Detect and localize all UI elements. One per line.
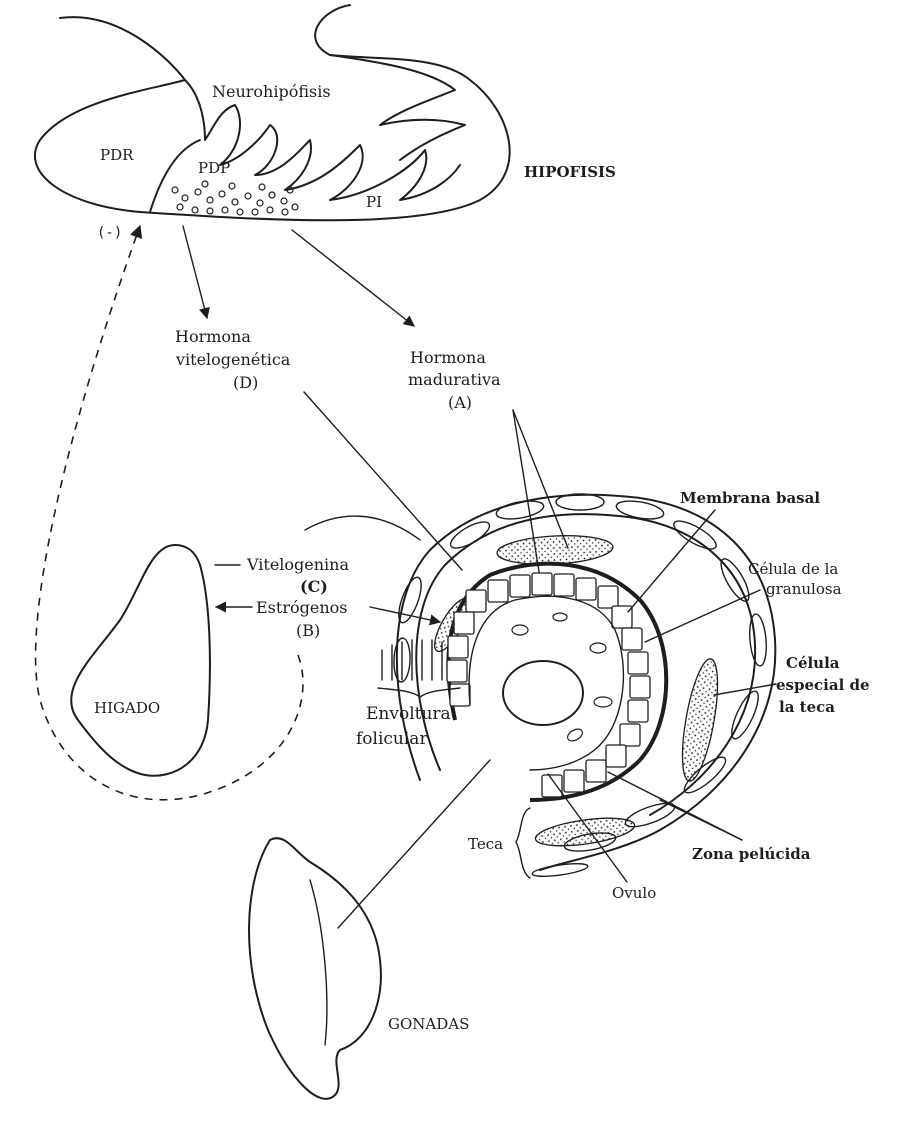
label-pdr: PDR (100, 146, 134, 164)
label-teca: Teca (468, 835, 503, 853)
label-higado: HIGADO (94, 699, 160, 717)
label-envoltura-1: Envoltura (366, 704, 451, 724)
label-celula-especial-1: Célula (786, 654, 840, 672)
follicle-curve-top (305, 516, 420, 540)
label-estrogenos-code: (B) (296, 621, 320, 640)
label-celula-especial-2: especial de (776, 676, 870, 694)
arrow-to-madurativa (292, 230, 414, 326)
label-hormona-madur-code: (A) (448, 393, 472, 412)
ovocyte-nucleus (503, 661, 583, 725)
label-membrana-basal: Membrana basal (680, 489, 820, 507)
hipofisis-shape (35, 5, 510, 220)
feedback-dashed-loop (36, 226, 303, 800)
label-feedback: (-) (97, 225, 122, 241)
label-pdp: PDP (198, 159, 230, 177)
line-madur-to-follicle-2 (513, 410, 568, 548)
label-zona-pelucida: Zona pelúcida (692, 845, 811, 863)
label-hormona-madur-1: Hormona (410, 348, 486, 367)
label-hormona-madur-2: madurativa (408, 370, 501, 389)
label-neurohipofisis: Neurohipófisis (212, 82, 331, 101)
higado-shape (71, 545, 210, 776)
label-vitelogenina-code: (C) (300, 577, 328, 596)
label-hormona-vitelo-code: (D) (233, 373, 258, 392)
label-celula-especial-3: la teca (779, 698, 835, 716)
follicle (393, 494, 775, 879)
label-vitelogenina: Vitelogenina (246, 555, 349, 574)
gonadas-shape (249, 838, 381, 1099)
label-hormona-vitelo-2: vitelogenética (175, 350, 291, 369)
label-envoltura-2: folicular (356, 729, 428, 749)
label-hormona-vitelo-1: Hormona (175, 327, 251, 346)
label-celula-granulosa-2: granulosa (766, 580, 842, 598)
pdp-granules (172, 181, 298, 215)
label-estrogenos: Estrógenos (256, 598, 347, 617)
label-ovulo: Ovulo (612, 884, 656, 902)
label-pi: PI (366, 193, 382, 211)
granulosa-layer (447, 573, 650, 797)
arrow-to-vitelogenetica (183, 226, 207, 318)
label-celula-granulosa-1: Célula de la (748, 560, 838, 578)
label-gonadas: GONADAS (388, 1015, 469, 1033)
teca-brace (516, 808, 530, 878)
label-hipofisis: HIPOFISIS (524, 163, 616, 181)
